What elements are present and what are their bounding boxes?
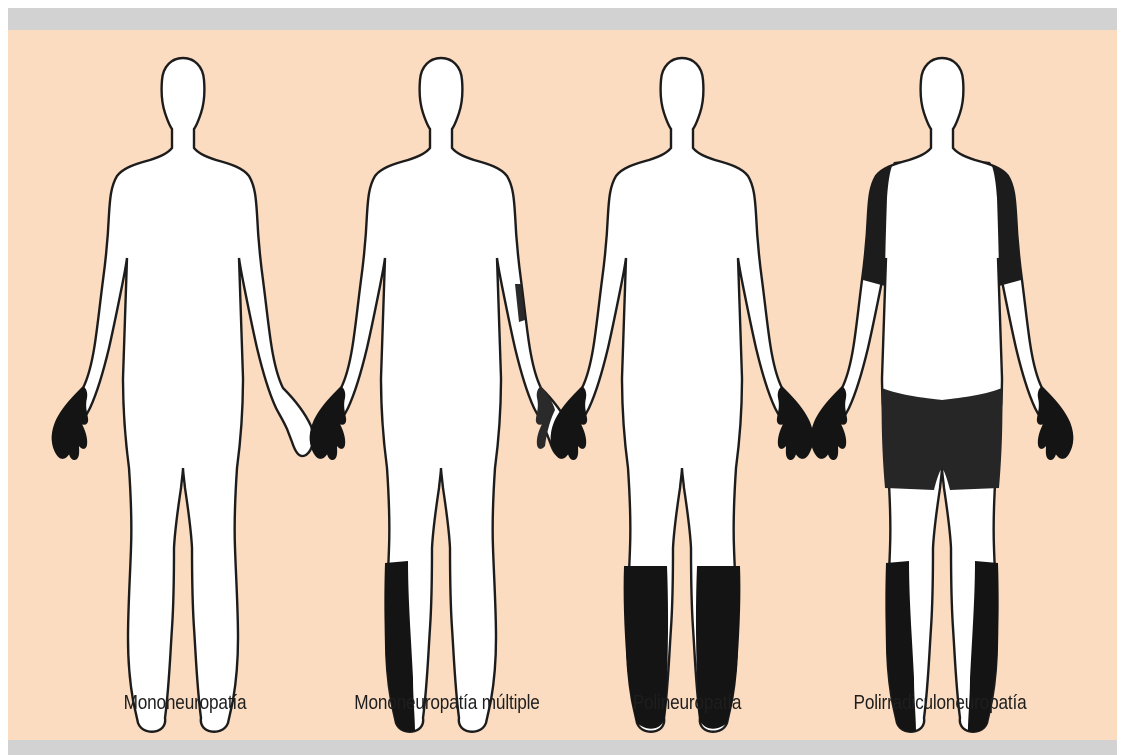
figure-multiple-mononeuropathy [310,58,571,732]
affected-left-hand [1037,386,1073,460]
caption-multiple-mononeuropathy: Mononeuropatía múltiple [327,692,568,715]
caption-polyradiculoneuropathy: Polirradiculoneuropatía [820,692,1061,715]
figure-polyradiculoneuropathy [811,58,1074,732]
caption-polyneuropathy: Polineuropatía [567,692,808,715]
caption-mononeuropathy: Mononeuropatía [65,692,306,715]
figure-mononeuropathy [52,58,313,732]
body-silhouette [53,58,313,732]
affected-right-hand [811,386,847,460]
affected-right-hand [551,386,587,460]
affected-left-hand [777,386,813,460]
body-silhouette [311,58,571,732]
body-silhouette [812,58,1072,732]
affected-right-hand [52,386,88,460]
affected-right-hand [310,386,346,460]
body-silhouette [552,58,812,732]
figure-polyneuropathy [551,58,814,732]
